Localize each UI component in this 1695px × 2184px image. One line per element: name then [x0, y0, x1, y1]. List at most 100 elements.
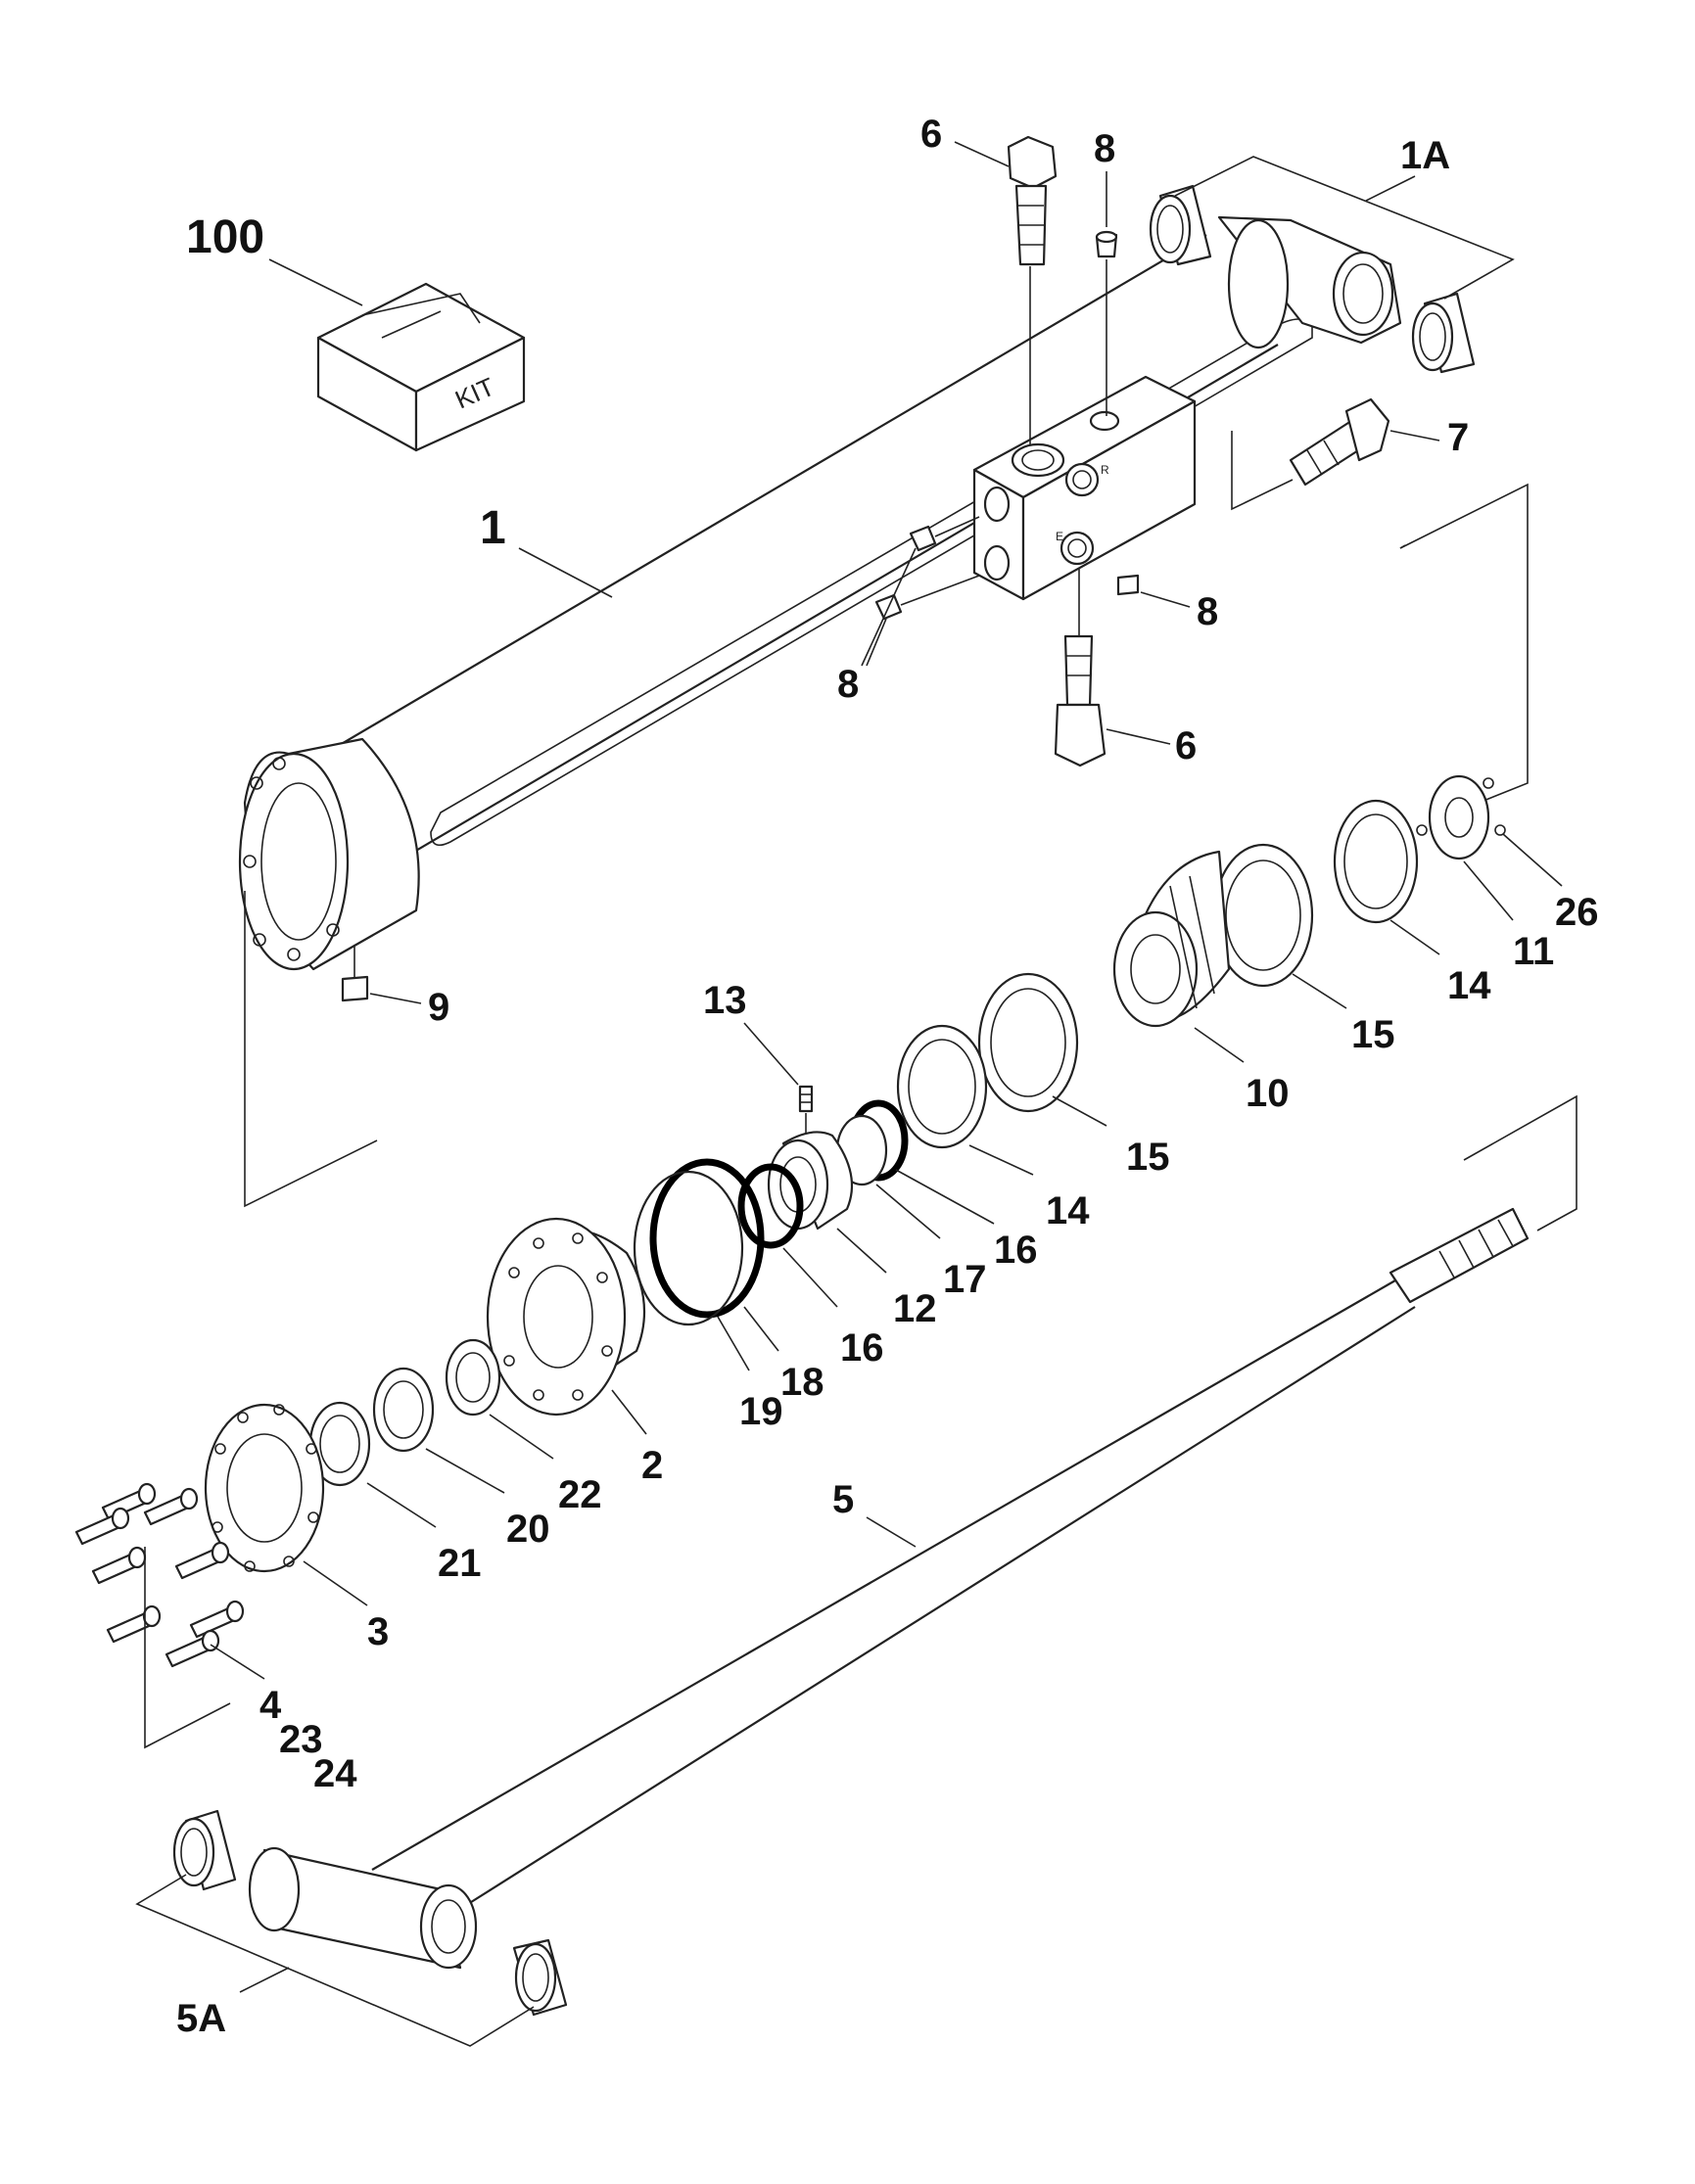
bolt-f [106, 1604, 162, 1644]
leader-5 [866, 1516, 917, 1548]
fitting-6-top [1007, 135, 1058, 266]
callout-4: 4 [259, 1684, 282, 1727]
leader-20 [425, 1448, 505, 1494]
bushing-5a-left [172, 1809, 237, 1891]
leader-4 [210, 1644, 265, 1680]
bracket-rod [1463, 1094, 1577, 1231]
callout-3: 3 [367, 1610, 389, 1653]
callout-8-left: 8 [837, 663, 859, 706]
leader-14-right [1389, 919, 1440, 955]
ring-15-right [1212, 843, 1314, 988]
bolt-e [174, 1541, 230, 1580]
callout-21: 21 [438, 1542, 482, 1585]
ring-19 [633, 1170, 744, 1326]
leader-16-left [782, 1247, 838, 1308]
plug-9 [341, 975, 369, 1002]
leader-21 [366, 1482, 437, 1528]
callout-16-right: 16 [994, 1229, 1038, 1272]
callout-14-right: 14 [1447, 964, 1491, 1007]
callout-15-right: 15 [1351, 1013, 1395, 1056]
callout-6-top: 6 [920, 113, 942, 156]
leader-17 [875, 1184, 941, 1239]
bolt-h [165, 1629, 220, 1668]
leader-16-right [895, 1169, 995, 1225]
leader-14-mid [968, 1144, 1034, 1176]
leader-13 [743, 1022, 799, 1086]
callout-17: 17 [943, 1258, 987, 1301]
callout-1: 1 [480, 502, 506, 554]
leader-1a [1365, 175, 1416, 202]
leader-10 [1194, 1027, 1245, 1063]
bracket-7 [1231, 431, 1294, 511]
ring-14-mid [896, 1024, 988, 1149]
callout-24: 24 [313, 1752, 357, 1795]
valve-block: R E [972, 375, 1197, 601]
leader-15-right [1292, 973, 1347, 1009]
callout-10: 10 [1246, 1072, 1290, 1115]
callout-9: 9 [428, 986, 449, 1029]
bracket-barrel-nut [1399, 483, 1529, 804]
port-r-label: R [1101, 463, 1109, 477]
fitting-7 [1289, 397, 1390, 487]
leader-100 [268, 258, 363, 306]
leader-26 [1502, 833, 1563, 887]
callout-15-mid: 15 [1126, 1136, 1170, 1179]
callout-6-bottom: 6 [1175, 724, 1197, 767]
callout-26: 26 [1555, 891, 1599, 934]
bolt-d [91, 1546, 147, 1585]
callout-100: 100 [186, 211, 264, 263]
cylinder-barrel [238, 215, 1402, 971]
leader-6-top-label [954, 141, 1010, 167]
spacer-12 [767, 1131, 854, 1231]
leader-8-left-a [861, 547, 917, 667]
leader-3 [303, 1560, 368, 1606]
leader-6-bottom-label [1106, 728, 1171, 745]
callout-22: 22 [558, 1473, 602, 1516]
port-e-label: E [1056, 530, 1063, 543]
bracket-barrel-head [244, 891, 378, 1208]
leader-11 [1463, 860, 1514, 921]
callout-1a: 1A [1400, 134, 1450, 177]
flange-3 [204, 1403, 325, 1573]
bushing-5a-right [512, 1938, 568, 2017]
callout-12: 12 [893, 1287, 937, 1330]
leader-18 [743, 1306, 779, 1352]
callout-18: 18 [780, 1361, 824, 1404]
seal-20 [372, 1367, 435, 1453]
callout-19: 19 [739, 1390, 783, 1433]
leader-9 [369, 993, 422, 1004]
bolts-group [74, 1482, 245, 1668]
kit-box: KIT [316, 282, 526, 452]
bracket-barrel-nut-b [1399, 544, 1406, 549]
plug-8-right [1116, 574, 1140, 596]
bushing-1a-right [1411, 292, 1476, 374]
callout-16-left: 16 [840, 1326, 884, 1370]
callout-2: 2 [641, 1444, 663, 1487]
callout-8-right: 8 [1197, 590, 1218, 633]
head-2 [486, 1217, 646, 1417]
plug-8-left-lower [874, 575, 980, 621]
leader-8-left-b [866, 618, 887, 667]
bushing-1a-left [1149, 184, 1212, 266]
callout-8-top: 8 [1094, 127, 1115, 170]
callout-13: 13 [703, 979, 747, 1022]
callout-7: 7 [1447, 416, 1469, 459]
bolt-b [74, 1507, 130, 1546]
bracket-bolts [144, 1547, 231, 1749]
leader-19 [717, 1316, 750, 1371]
leader-8-right [1140, 591, 1191, 608]
callout-23: 23 [279, 1718, 323, 1761]
leader-2 [611, 1389, 647, 1435]
leader-15-mid [1052, 1095, 1107, 1127]
ring-15-mid [977, 972, 1079, 1113]
screw-13 [798, 1085, 814, 1113]
callout-5: 5 [832, 1478, 854, 1521]
bolt-g [189, 1600, 245, 1639]
leader-1 [518, 547, 613, 598]
leader-5a [239, 1967, 290, 1993]
piston-rod [248, 1207, 1530, 1970]
leader-22 [489, 1414, 554, 1460]
plug-8-left-upper [909, 516, 980, 552]
bracket-1a [1174, 156, 1515, 300]
piston-10 [1112, 850, 1231, 1028]
